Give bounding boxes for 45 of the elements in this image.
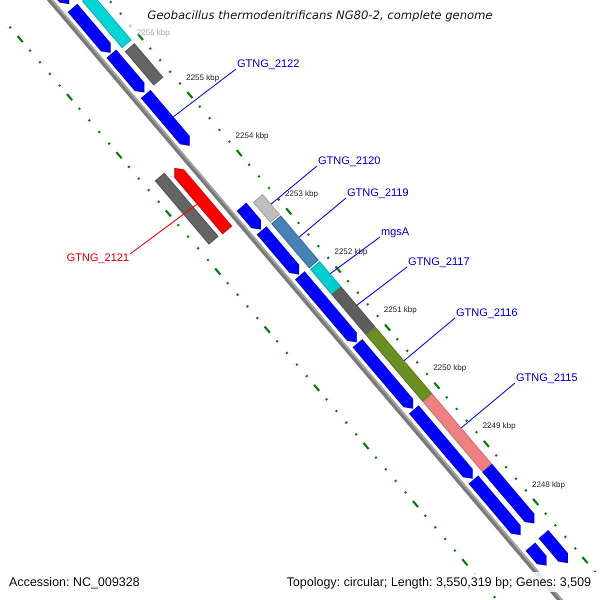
scale-label: 2250 kbp — [433, 363, 466, 374]
gene-bar — [154, 172, 219, 245]
gene-bar — [310, 261, 341, 294]
leader-line — [403, 318, 456, 362]
scale-label: 2254 kbp — [236, 130, 268, 141]
gene-label: GTNG_2117 — [408, 255, 470, 269]
gene-feature — [525, 542, 547, 566]
leader-line — [460, 382, 516, 428]
scale-label: 2255 kbp — [186, 72, 220, 83]
gene-feature — [140, 90, 190, 146]
scale-label: 2248 kbp — [532, 480, 565, 490]
gene-bar — [331, 286, 376, 335]
gene-label: GTNG_2119 — [347, 186, 409, 200]
gene-label: mgsA — [381, 225, 410, 239]
leader-line — [270, 166, 318, 205]
leader-line — [330, 236, 380, 274]
gene-feature — [468, 475, 521, 536]
gene-label: GTNG_2121 — [66, 251, 129, 265]
gene-feature — [538, 530, 568, 564]
gene-label: GTNG_2120 — [318, 154, 380, 168]
gene-bar — [366, 326, 432, 402]
scale-label: 2251 kbp — [384, 305, 417, 316]
gene-feature — [256, 226, 300, 275]
scale-label: 2253 kbp — [284, 188, 318, 199]
gene-feature — [106, 50, 144, 92]
gene-bar — [252, 194, 280, 223]
gene-bar — [82, 0, 132, 48]
gene-label: GTNG_2115 — [516, 371, 578, 385]
leader-line — [130, 204, 198, 254]
accession-label: Accession: NC_009328 — [9, 574, 140, 590]
leader-line — [172, 68, 236, 118]
leader-line — [356, 266, 408, 306]
gene-feature — [294, 271, 357, 342]
gene-feature — [352, 339, 414, 409]
gene-label: GTNG_2122 — [237, 57, 300, 71]
gene-label: GTNG_2116 — [456, 306, 518, 320]
gene-feature — [174, 168, 232, 234]
gene-bar — [271, 215, 319, 268]
gene-feature — [68, 4, 111, 53]
gene-bar — [124, 43, 164, 86]
scale-label: 2249 kbp — [482, 421, 516, 432]
leader-line — [298, 198, 346, 238]
gene-feature — [236, 202, 261, 230]
gene-feature — [408, 405, 473, 479]
scale-label: 2256 kbp — [136, 28, 170, 38]
